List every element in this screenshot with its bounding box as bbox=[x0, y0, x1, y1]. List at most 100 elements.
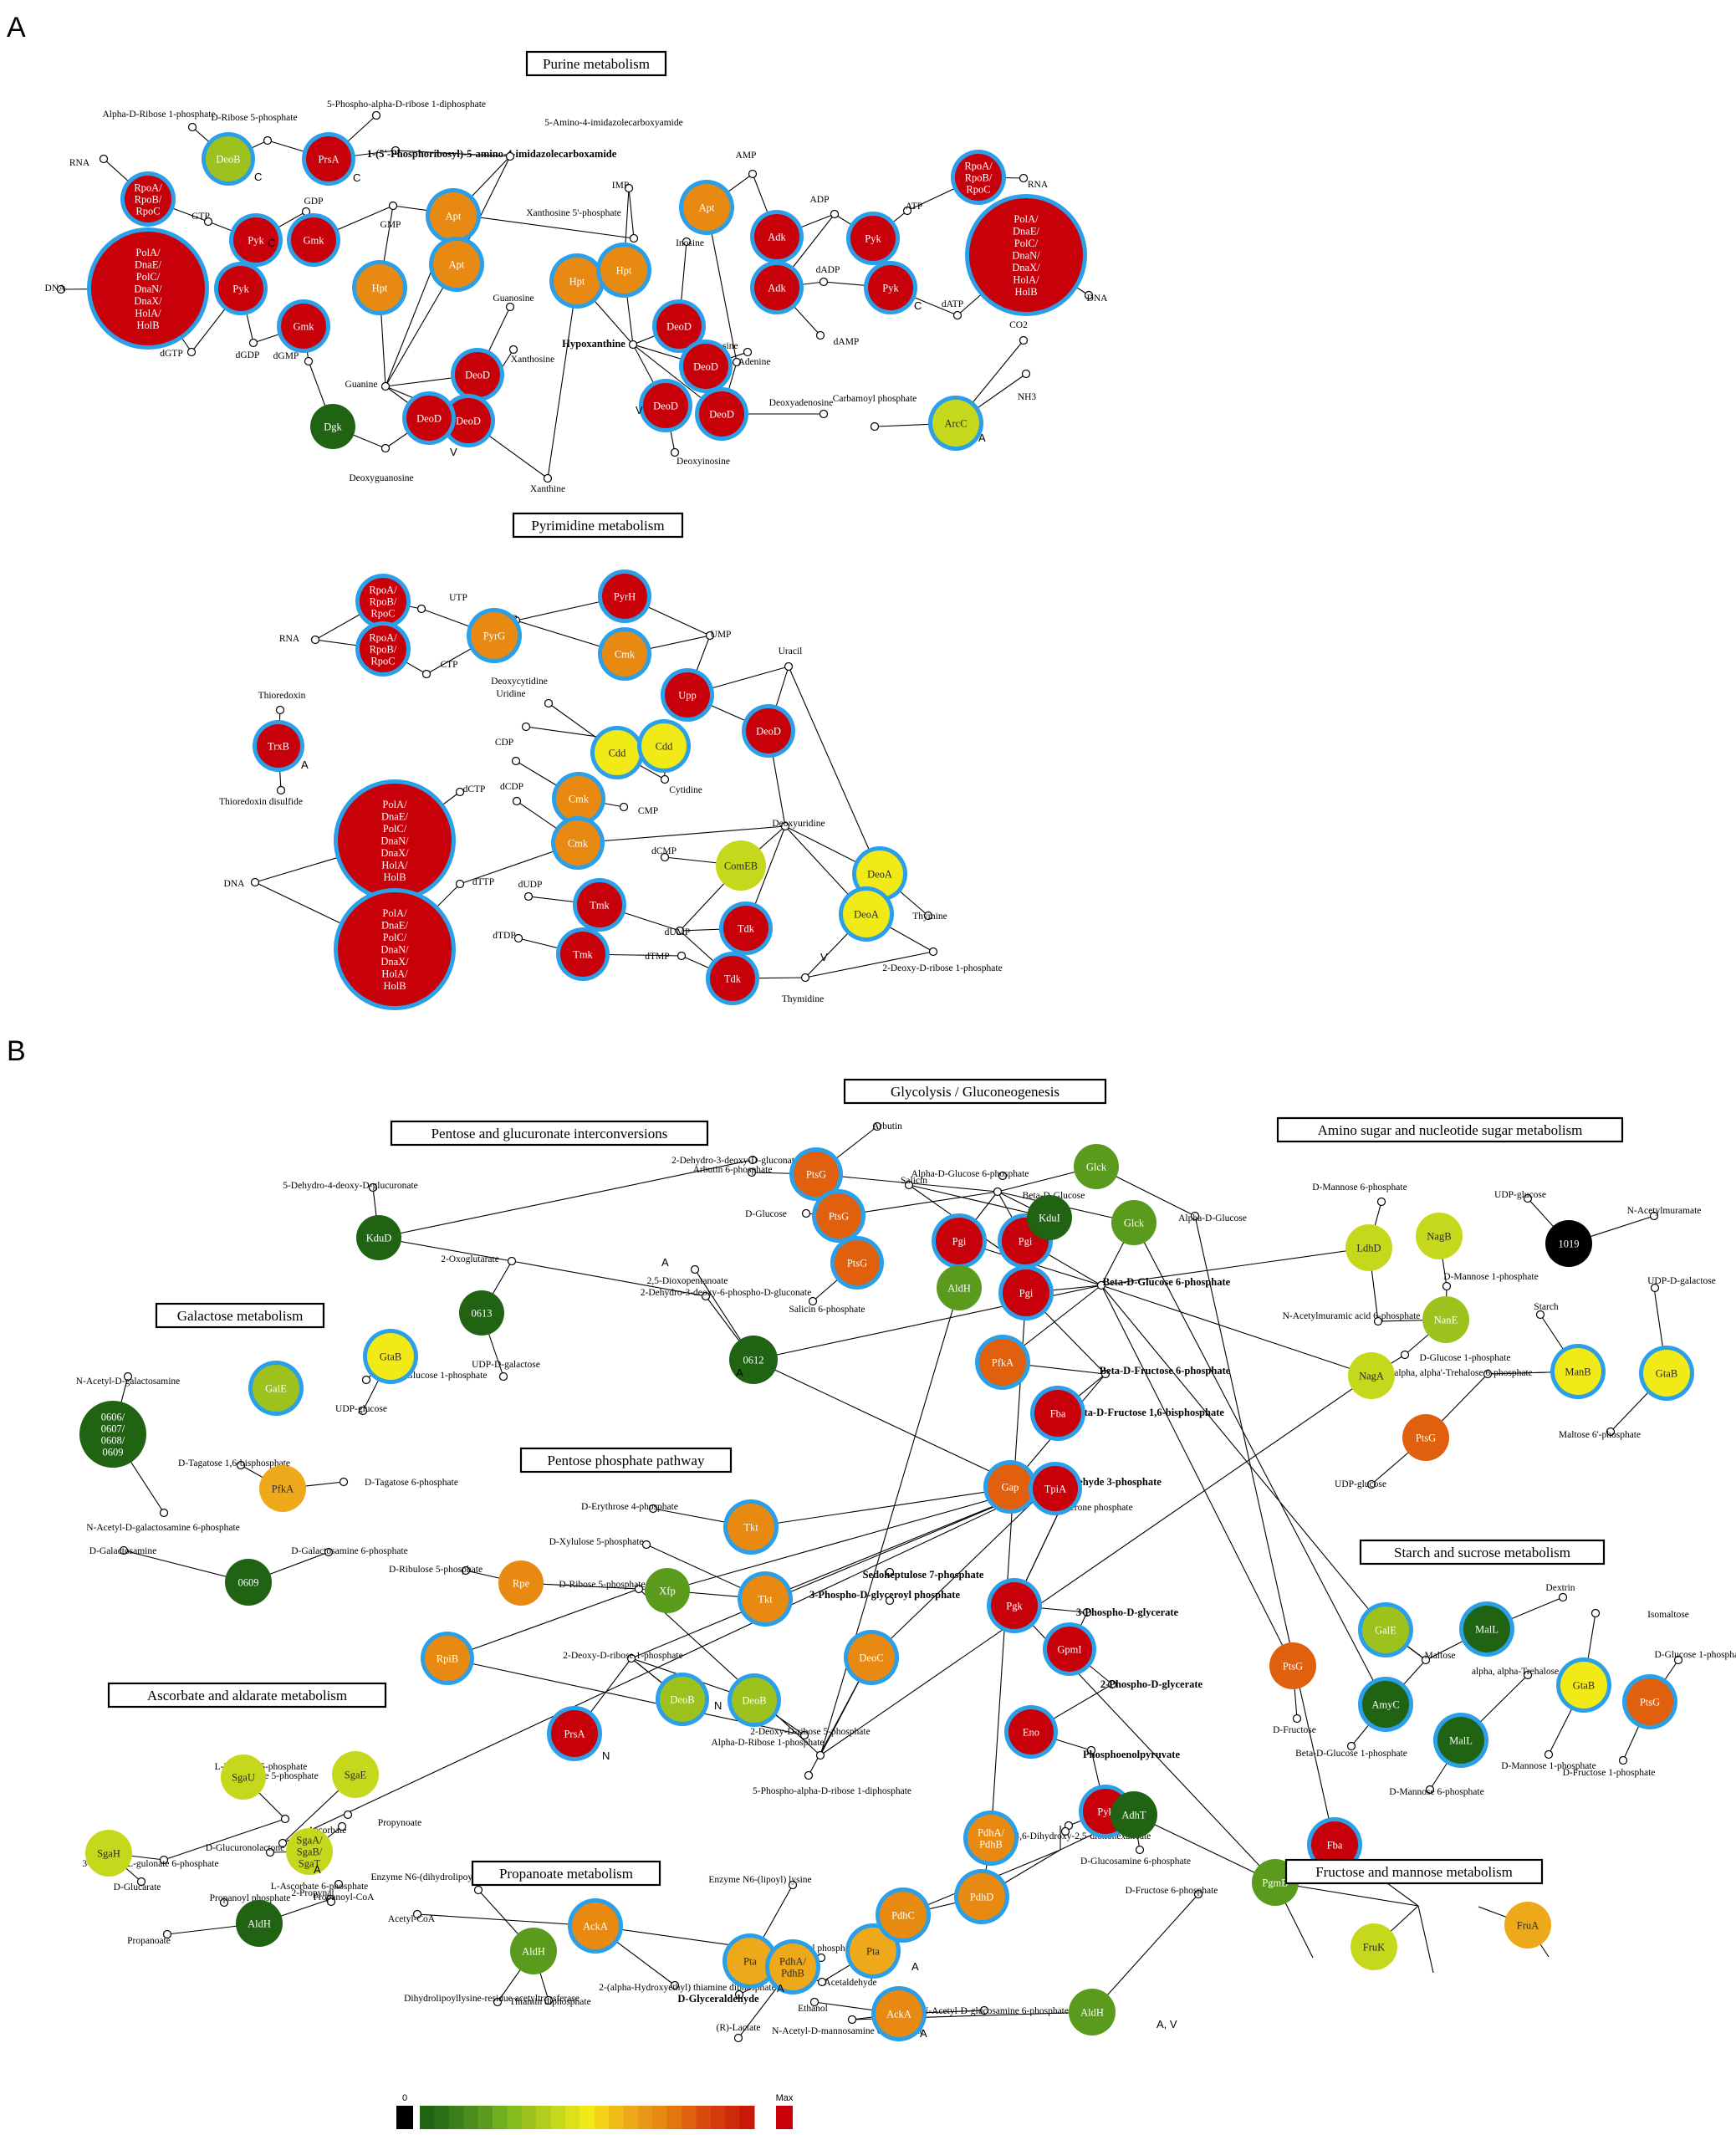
enzyme-tmk[interactable]: Tmk bbox=[556, 927, 610, 981]
enzyme-gpmi[interactable]: GpmI bbox=[1043, 1622, 1096, 1676]
enzyme-ptsg[interactable]: PtsG bbox=[1269, 1642, 1316, 1689]
enzyme-pdhc[interactable]: PdhC bbox=[876, 1887, 931, 1943]
enzyme-gale[interactable]: GalE bbox=[248, 1361, 304, 1416]
enzyme-rpe[interactable]: Rpe bbox=[498, 1560, 544, 1606]
enzyme-aldh[interactable]: AldH bbox=[1069, 1989, 1116, 2035]
enzyme-pdha-pdhb[interactable]: PdhA/PdhB bbox=[765, 1939, 820, 1995]
enzyme-ptsg[interactable]: PtsG bbox=[830, 1236, 884, 1290]
enzyme-mall[interactable]: MalL bbox=[1433, 1713, 1488, 1768]
enzyme-adk[interactable]: Adk bbox=[750, 210, 804, 263]
enzyme-pfka[interactable]: PfkA bbox=[975, 1335, 1030, 1390]
enzyme-fruk[interactable]: FruK bbox=[1351, 1923, 1397, 1970]
enzyme-deod[interactable]: DeoD bbox=[652, 299, 706, 353]
enzyme-deob[interactable]: DeoB bbox=[728, 1673, 781, 1727]
enzyme-deob[interactable]: DeoB bbox=[202, 132, 255, 186]
enzyme-0609[interactable]: 0609 bbox=[225, 1559, 272, 1606]
enzyme-pgi[interactable]: Pgi bbox=[932, 1213, 987, 1269]
enzyme-gtab[interactable]: GtaB bbox=[363, 1329, 418, 1384]
enzyme-adht[interactable]: AdhT bbox=[1111, 1791, 1157, 1838]
enzyme-cmk[interactable]: Cmk bbox=[551, 816, 605, 870]
enzyme-rpoa-rpob-rpoc[interactable]: RpoA/RpoB/RpoC bbox=[355, 621, 411, 677]
enzyme-eno[interactable]: Eno bbox=[1004, 1705, 1058, 1759]
enzyme-aldh[interactable]: AldH bbox=[937, 1265, 982, 1310]
enzyme-pdha-pdhb[interactable]: PdhA/PdhB bbox=[963, 1811, 1019, 1866]
enzyme-hpt[interactable]: Hpt bbox=[596, 243, 651, 298]
enzyme-deod[interactable]: DeoD bbox=[402, 391, 456, 445]
enzyme-glck[interactable]: Glck bbox=[1074, 1144, 1119, 1189]
enzyme-deod[interactable]: DeoD bbox=[451, 348, 504, 401]
enzyme-ptsg[interactable]: PtsG bbox=[812, 1189, 865, 1243]
enzyme-hpt[interactable]: Hpt bbox=[549, 253, 605, 309]
enzyme-rpoa-rpob-rpoc[interactable]: RpoA/RpoB/RpoC bbox=[951, 150, 1006, 205]
enzyme-naga[interactable]: NagA bbox=[1348, 1352, 1395, 1399]
enzyme-kdud[interactable]: KduD bbox=[356, 1215, 401, 1260]
enzyme-gale[interactable]: GalE bbox=[1358, 1602, 1413, 1657]
enzyme-pyrh[interactable]: PyrH bbox=[598, 570, 651, 623]
enzyme-apt[interactable]: Apt bbox=[679, 180, 734, 235]
enzyme-rpoa-rpob-rpoc[interactable]: RpoA/RpoB/RpoC bbox=[120, 171, 176, 227]
enzyme-pyrg[interactable]: PyrG bbox=[467, 608, 522, 663]
enzyme-aldh[interactable]: AldH bbox=[510, 1928, 557, 1974]
enzyme-manb[interactable]: ManB bbox=[1550, 1344, 1606, 1399]
enzyme-ptsg[interactable]: PtsG bbox=[789, 1147, 843, 1201]
enzyme-deoa[interactable]: DeoA bbox=[839, 886, 894, 942]
enzyme-comeb[interactable]: ComEB bbox=[716, 840, 766, 891]
enzyme-trxb[interactable]: TrxB bbox=[253, 720, 304, 772]
enzyme-frua[interactable]: FruA bbox=[1504, 1902, 1551, 1949]
enzyme-sgah[interactable]: SgaH bbox=[85, 1830, 132, 1877]
enzyme-dgk[interactable]: Dgk bbox=[310, 404, 355, 449]
enzyme-sgaa-sgab-sgat[interactable]: SgaA/SgaB/SgaT bbox=[286, 1828, 333, 1875]
enzyme-pola-dnae-polc-dnan-dnax-hola-holb[interactable]: PolA/DnaE/PolC/DnaN/DnaX/HolA/HolB bbox=[965, 194, 1087, 316]
enzyme-cmk[interactable]: Cmk bbox=[552, 772, 605, 825]
enzyme-fba[interactable]: Fba bbox=[1030, 1386, 1085, 1441]
enzyme-pgi[interactable]: Pgi bbox=[998, 1265, 1054, 1320]
enzyme-deoc[interactable]: DeoC bbox=[844, 1630, 899, 1685]
enzyme-1019[interactable]: 1019 bbox=[1545, 1220, 1592, 1267]
enzyme-deod[interactable]: DeoD bbox=[639, 379, 692, 432]
enzyme-cdd[interactable]: Cdd bbox=[637, 719, 691, 773]
enzyme-pola-dnae-polc-dnan-dnax-hola-holb[interactable]: PolA/DnaE/PolC/DnaN/DnaX/HolA/HolB bbox=[87, 227, 209, 350]
enzyme-amyc[interactable]: AmyC bbox=[1358, 1677, 1413, 1732]
enzyme-nane[interactable]: NanE bbox=[1422, 1296, 1469, 1343]
enzyme-sgau[interactable]: SgaU bbox=[221, 1754, 266, 1800]
enzyme-aldh[interactable]: AldH bbox=[236, 1900, 283, 1947]
enzyme-gmk[interactable]: Gmk bbox=[277, 299, 330, 353]
enzyme-glck[interactable]: Glck bbox=[1111, 1200, 1156, 1245]
enzyme-acka[interactable]: AckA bbox=[568, 1898, 623, 1954]
enzyme-0612[interactable]: 0612 bbox=[729, 1336, 778, 1384]
enzyme-gtab[interactable]: GtaB bbox=[1639, 1346, 1694, 1401]
enzyme-deob[interactable]: DeoB bbox=[656, 1673, 709, 1726]
enzyme-fba[interactable]: Fba bbox=[1307, 1817, 1362, 1872]
enzyme-prsa[interactable]: PrsA bbox=[302, 132, 355, 186]
enzyme-pyk[interactable]: Pyk bbox=[214, 262, 268, 315]
enzyme-nagb[interactable]: NagB bbox=[1416, 1213, 1463, 1259]
enzyme-cmk[interactable]: Cmk bbox=[598, 627, 651, 681]
enzyme-prsa[interactable]: PrsA bbox=[547, 1706, 602, 1761]
enzyme-arcc[interactable]: ArcC bbox=[928, 396, 983, 451]
enzyme-ptsg[interactable]: PtsG bbox=[1622, 1674, 1677, 1729]
enzyme-gap[interactable]: Gap bbox=[983, 1460, 1037, 1514]
enzyme-deod[interactable]: DeoD bbox=[695, 387, 748, 441]
enzyme-upp[interactable]: Upp bbox=[661, 668, 714, 722]
enzyme-pyk[interactable]: Pyk bbox=[229, 213, 283, 267]
enzyme-0606-0607-0608-0609[interactable]: 0606/0607/0608/0609 bbox=[79, 1401, 146, 1468]
enzyme-ldhd[interactable]: LdhD bbox=[1345, 1224, 1392, 1271]
enzyme-sgae[interactable]: SgaE bbox=[332, 1751, 379, 1798]
enzyme-pdhd[interactable]: PdhD bbox=[954, 1869, 1009, 1924]
enzyme-tkt[interactable]: Tkt bbox=[723, 1499, 779, 1555]
enzyme-tdk[interactable]: Tdk bbox=[706, 952, 759, 1005]
enzyme-tmk[interactable]: Tmk bbox=[573, 878, 626, 932]
enzyme-pta[interactable]: Pta bbox=[722, 1933, 778, 1989]
enzyme-deod[interactable]: DeoD bbox=[679, 340, 733, 393]
enzyme-apt[interactable]: Apt bbox=[426, 188, 481, 243]
enzyme-0613[interactable]: 0613 bbox=[459, 1290, 504, 1336]
enzyme-adk[interactable]: Adk bbox=[750, 261, 804, 314]
enzyme-pola-dnae-polc-dnan-dnax-hola-holb[interactable]: PolA/DnaE/PolC/DnaN/DnaX/HolA/HolB bbox=[334, 888, 456, 1010]
enzyme-deod[interactable]: DeoD bbox=[442, 394, 495, 447]
enzyme-kdui[interactable]: KduI bbox=[1027, 1195, 1072, 1240]
enzyme-acka[interactable]: AckA bbox=[871, 1986, 927, 2041]
enzyme-tpia[interactable]: TpiA bbox=[1029, 1462, 1082, 1515]
enzyme-pfka[interactable]: PfkA bbox=[259, 1465, 306, 1512]
enzyme-ptsg[interactable]: PtsG bbox=[1402, 1414, 1449, 1461]
enzyme-deod[interactable]: DeoD bbox=[742, 704, 795, 758]
